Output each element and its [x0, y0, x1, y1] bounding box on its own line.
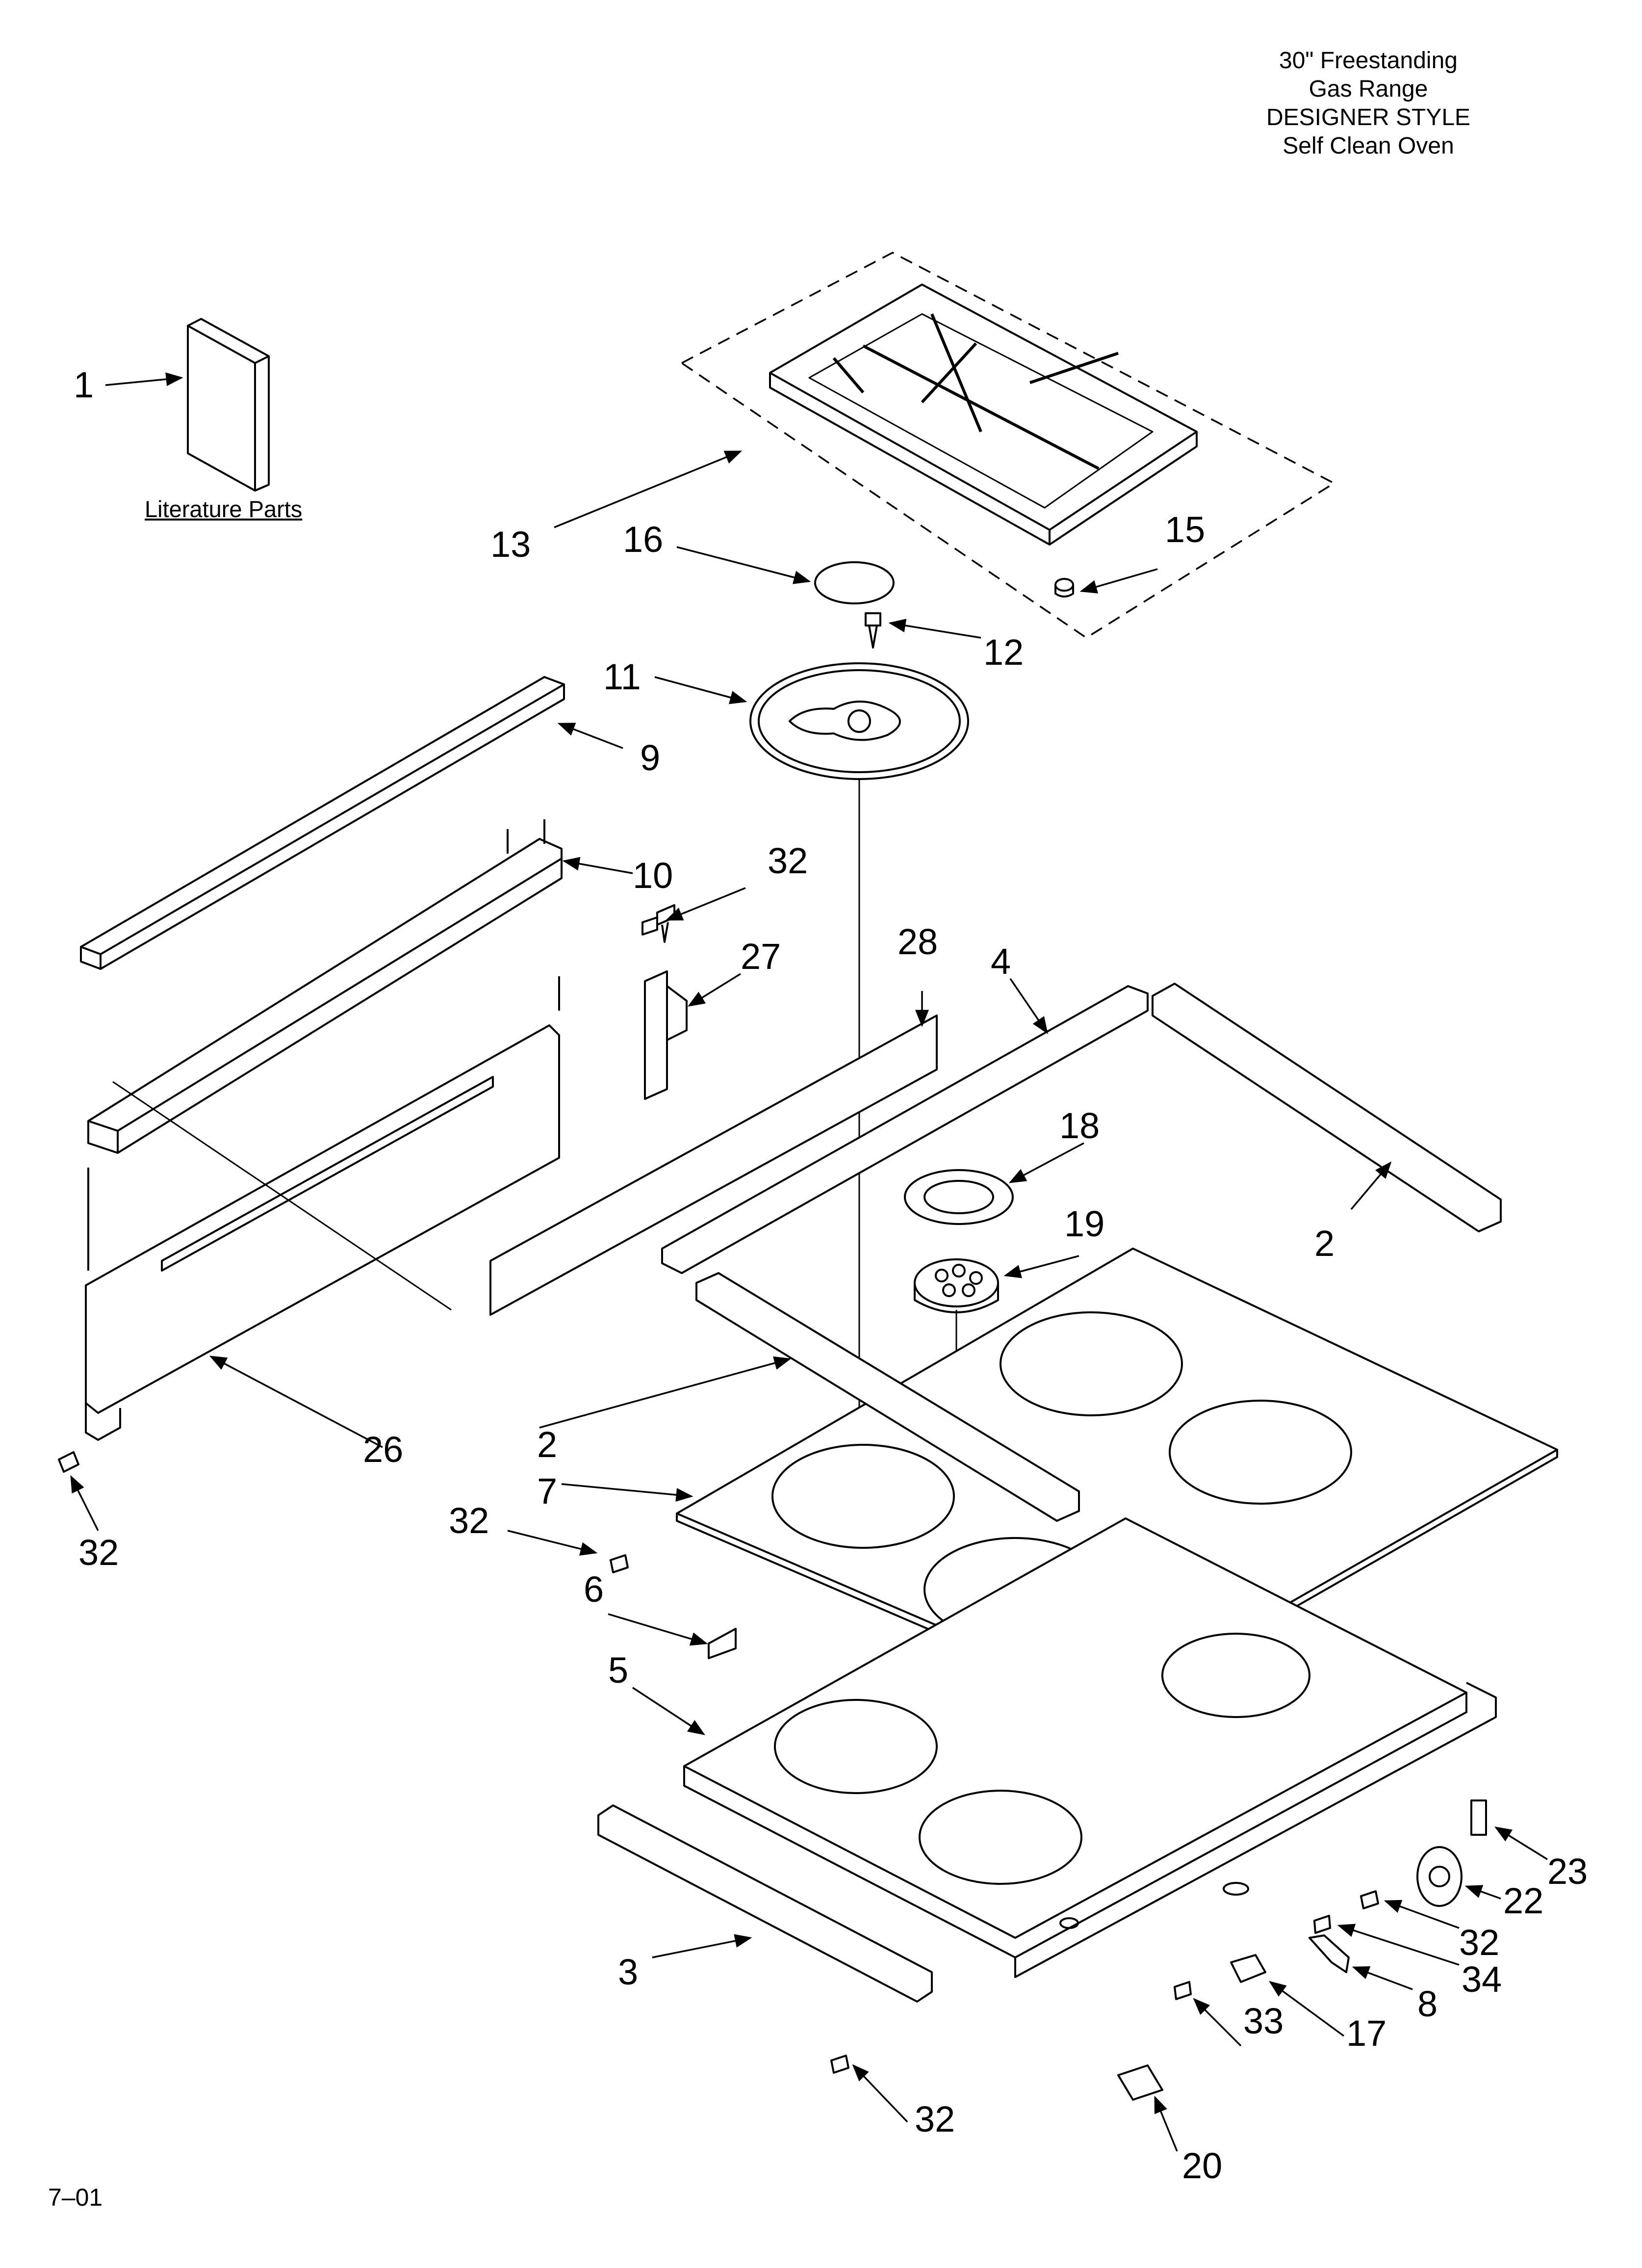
- callout-label: 34: [1462, 1959, 1502, 2000]
- callout-label: 26: [363, 1429, 403, 1470]
- front-trim: [597, 1804, 933, 2003]
- burner-base-19: [914, 1258, 999, 1313]
- callout-label: 2: [1314, 1223, 1334, 1264]
- callout-label: 28: [898, 921, 938, 962]
- callout-label: 27: [741, 936, 781, 977]
- callout-label: 32: [1459, 1922, 1499, 1963]
- callout-label: 8: [1417, 1983, 1437, 2024]
- callout-label: 32: [78, 1532, 119, 1573]
- callout-label: 32: [915, 2099, 955, 2139]
- screw-12: [865, 612, 881, 649]
- callout-label: 7: [537, 1471, 557, 1512]
- callout-label: 13: [490, 524, 531, 565]
- callout-labels: 1 13 16 15 12 11 9 10 32 27 28 4 18 19 2…: [74, 365, 1588, 2186]
- back-panel: [85, 976, 560, 1441]
- callout-label: 6: [584, 1569, 604, 1610]
- switch-17: [1230, 1954, 1266, 1983]
- callout-label: 1: [74, 365, 94, 405]
- clip-6: [708, 1628, 737, 1659]
- literature-parts-label: Literature Parts: [145, 496, 303, 522]
- callout-label: 20: [1182, 2145, 1222, 2186]
- heat-shield: [489, 1015, 938, 1316]
- callout-label: 19: [1064, 1203, 1104, 1244]
- burner-base-plate: [749, 662, 969, 780]
- callout-label: 2: [537, 1424, 557, 1465]
- burner-cap: [814, 561, 895, 604]
- trim-strip-4: [661, 985, 1149, 1274]
- callout-label: 18: [1059, 1105, 1100, 1146]
- screw-33: [1174, 1981, 1192, 2000]
- callout-label: 5: [608, 1650, 628, 1691]
- callout-label: 11: [603, 656, 641, 697]
- callout-label: 23: [1547, 1851, 1588, 1892]
- title-line-1: 30" Freestanding: [1279, 48, 1458, 74]
- callout-label: 22: [1503, 1880, 1543, 1921]
- callout-label: 10: [633, 855, 673, 896]
- callout-label: 32: [768, 840, 808, 881]
- screw-32-c: [610, 1554, 629, 1573]
- manifold-bracket: [87, 819, 563, 1154]
- bracket-27: [644, 904, 688, 1100]
- callout-label: 33: [1243, 2001, 1283, 2041]
- screw-32-e: [1360, 1890, 1379, 1909]
- callout-label: 9: [640, 737, 660, 778]
- title-line-4: Self Clean Oven: [1283, 133, 1454, 159]
- side-strip-left: [695, 1272, 1080, 1522]
- clip-20: [1117, 2064, 1163, 2101]
- callout-label: 17: [1346, 2013, 1386, 2054]
- callout-label: 12: [983, 632, 1024, 673]
- callout-label: 16: [623, 519, 663, 560]
- title-line-3: DESIGNER STYLE: [1266, 104, 1471, 130]
- bracket-8: [1308, 1934, 1350, 1973]
- callout-label: 15: [1165, 509, 1205, 550]
- title-line-2: Gas Range: [1308, 76, 1428, 102]
- screw-34: [1313, 1915, 1331, 1934]
- leader-lines: [70, 372, 1548, 2152]
- main-top: [683, 1517, 1497, 1978]
- side-strip-right: [1152, 983, 1502, 1232]
- callout-label: 3: [618, 1952, 638, 1992]
- plug-23: [1470, 1799, 1487, 1836]
- trim-strip-9: [80, 676, 565, 970]
- screw-32-a: [641, 916, 658, 936]
- bracket-22: [1416, 1846, 1462, 1907]
- screw-32-d: [830, 2055, 849, 2074]
- callout-label: 4: [991, 941, 1011, 982]
- callout-label: 32: [449, 1500, 489, 1541]
- burner-grate: [681, 252, 1335, 639]
- burner-head: [904, 1169, 1014, 1225]
- literature-booklet: [187, 318, 270, 492]
- footer-code: 7–01: [48, 2184, 103, 2211]
- screw-32-b: [58, 1451, 79, 1473]
